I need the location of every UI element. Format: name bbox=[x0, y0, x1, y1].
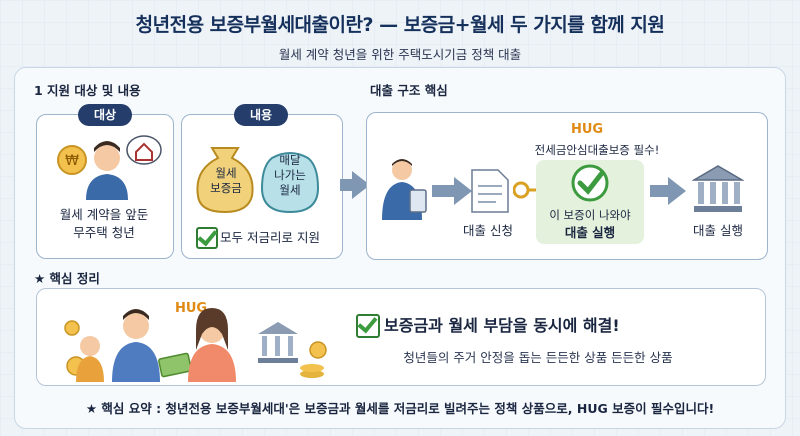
money-bags-illustration bbox=[196, 147, 320, 214]
target-text-2: 무주택 청년 bbox=[73, 225, 135, 240]
content-pill: 내용 bbox=[234, 104, 288, 126]
step2-line1: 이 보증이 나와야 bbox=[549, 208, 631, 222]
check-icon bbox=[196, 227, 218, 249]
summary-sub: 청년들의 주거 안정을 돕는 든든한 상품 든든한 상품 bbox=[403, 350, 673, 365]
summary-footer: ★ 핵심 요약 : 청년전용 보증부월세대'은 보증금과 월세를 저금리로 빌려… bbox=[85, 401, 715, 416]
summary-main: 보증금과 월세 부담을 동시에 해결! bbox=[384, 316, 620, 335]
bag1-line1: 월세 bbox=[215, 166, 237, 180]
section-arrow-icon bbox=[352, 171, 370, 199]
page-title: 청년전용 보증부월세대출이란? — 보증금+월세 두 가지를 함께 지원 bbox=[135, 14, 665, 36]
target-text-1: 월세 계약을 앞둔 bbox=[59, 207, 149, 222]
section-arrow-shaft bbox=[340, 179, 354, 191]
deposit-bag-icon bbox=[196, 147, 254, 214]
summary-check-icon bbox=[356, 314, 380, 338]
section2-heading: 대출 구조 핵심 bbox=[370, 83, 448, 98]
step-arrow-1-icon bbox=[454, 177, 472, 205]
cash-icon bbox=[158, 352, 192, 378]
bag1-line2: 보증금 bbox=[210, 181, 242, 195]
step-arrow-2-icon bbox=[668, 177, 686, 205]
people-money-illustration: HUG bbox=[64, 301, 327, 382]
rent-bag-icon bbox=[260, 152, 320, 214]
hug-note: 전세금안심대출보증 필수! bbox=[534, 143, 660, 157]
person-head bbox=[94, 145, 120, 171]
svg-text:₩: ₩ bbox=[65, 153, 79, 169]
tablet-icon bbox=[409, 189, 427, 213]
page-subtitle: 월세 계약 청년을 위한 주택도시기금 정책 대출 bbox=[278, 47, 522, 62]
step2-line2: 대출 실행 bbox=[564, 225, 616, 240]
bank-icon bbox=[692, 165, 744, 212]
document-icon bbox=[471, 169, 509, 213]
svg-text:HUG: HUG bbox=[175, 301, 207, 316]
bag2-line3: 월세 bbox=[279, 183, 301, 197]
young-person-illustration: ₩ bbox=[57, 135, 162, 200]
green-check-icon bbox=[571, 164, 609, 202]
person-body bbox=[86, 174, 128, 200]
step1-label: 대출 신청 bbox=[463, 223, 513, 238]
step3-label: 대출 실행 bbox=[693, 223, 743, 238]
step-arrow-1-shaft bbox=[432, 185, 456, 197]
coin-icon bbox=[57, 145, 87, 175]
applicant-illustration bbox=[382, 159, 427, 220]
section1-heading: 1 지원 대상 및 내용 bbox=[34, 83, 141, 98]
step-arrow-2-shaft bbox=[650, 185, 670, 197]
target-pill: 대상 bbox=[78, 104, 132, 126]
bag2-line1: 매달 bbox=[279, 153, 301, 167]
section3-heading: ★ 핵심 정리 bbox=[34, 271, 100, 286]
bag2-line2: 나가는 bbox=[274, 168, 306, 182]
content-note: 모두 저금리로 지원 bbox=[220, 230, 320, 245]
house-icon bbox=[135, 142, 153, 161]
hug-logo: HUG bbox=[571, 122, 604, 137]
